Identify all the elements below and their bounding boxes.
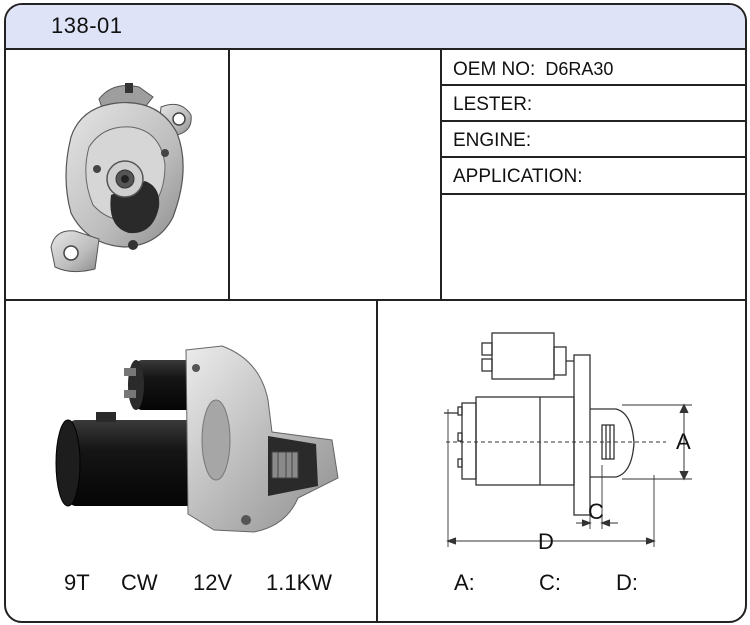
spec-row-line-2 [440, 120, 745, 122]
application-label: APPLICATION: [453, 166, 583, 187]
starter-front-view-image [50, 83, 192, 273]
oem-row: OEM NO: D6RA30 [453, 59, 613, 81]
dim-d-label: D: [616, 570, 638, 595]
drawing-label-a: A [676, 429, 691, 454]
oem-value: D6RA30 [545, 59, 614, 79]
dim-a-label: A: [454, 570, 475, 595]
dimension-drawing: A C D [444, 332, 692, 554]
teeth-value: 9T [64, 570, 90, 595]
dim-c-label: C: [539, 570, 561, 595]
engine-label: ENGINE: [453, 130, 532, 151]
divider-bottom [376, 299, 378, 621]
spec-row-line-4 [440, 193, 745, 195]
starter-side-view-image [55, 345, 339, 533]
rotation-value: CW [121, 570, 158, 595]
divider-top-left [228, 48, 230, 300]
header-bar: 138-01 [6, 5, 745, 50]
divider-middle [6, 299, 745, 301]
drawing-label-d: D [538, 529, 554, 554]
drawing-label-c: C [588, 499, 604, 524]
voltage-value: 12V [193, 570, 233, 595]
spec-row-line-1 [440, 84, 745, 86]
spec-row-line-3 [440, 156, 745, 158]
power-value: 1.1KW [266, 570, 333, 595]
part-number-title: 138-01 [51, 13, 123, 38]
product-card: 138-01 OEM NO: D6RA30 LESTER: ENGINE: APP… [4, 3, 747, 623]
oem-label: OEM NO: [453, 59, 536, 80]
lester-label: LESTER: [453, 94, 533, 115]
divider-top-right [440, 48, 442, 300]
